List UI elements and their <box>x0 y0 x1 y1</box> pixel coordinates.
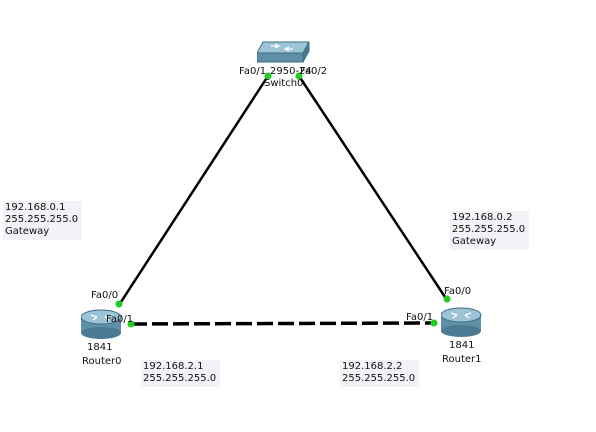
switch-icon <box>256 41 310 63</box>
router0-model-label: 1841 <box>87 342 113 353</box>
router0-address-note: 192.168.0.1 255.255.255.0 Gateway <box>3 201 83 240</box>
router1-model-label: 1841 <box>449 340 475 351</box>
note-line: 255.255.255.0 <box>5 214 79 225</box>
router-icon <box>80 309 122 339</box>
note-line: Gateway <box>5 226 50 237</box>
note-line: 255.255.255.0 <box>452 224 526 235</box>
switch0-port-fa01-label: Fa0/1 <box>239 66 267 77</box>
port-light-router0-fa00 <box>115 300 123 308</box>
router0-port-fa01-label: Fa0/1 <box>106 314 134 325</box>
router1-port-fa00-label: Fa0/0 <box>444 286 472 297</box>
router0-device[interactable] <box>80 308 123 340</box>
router1-address-note: 192.168.0.2 255.255.255.0 Gateway <box>450 211 530 250</box>
switch0-device[interactable] <box>256 40 311 64</box>
switch0-model-label: 2950-24 <box>270 66 312 77</box>
port-light-router0-fa01 <box>127 320 135 328</box>
router1-name-label: Router1 <box>442 354 482 365</box>
note-line: 192.168.2.1 <box>143 361 204 372</box>
router1-port-fa01-label: Fa0/1 <box>406 312 434 323</box>
router0-name-label: Router0 <box>82 356 122 367</box>
note-line: 192.168.2.2 <box>342 361 403 372</box>
note-line: Gateway <box>452 236 497 247</box>
note-line: 192.168.0.2 <box>452 212 513 223</box>
port-light-switch-fa01 <box>264 72 272 80</box>
note-line: 255.255.255.0 <box>143 373 217 384</box>
router-icon <box>440 307 482 337</box>
router1-device[interactable] <box>440 306 483 338</box>
switch0-name-label: Switch0 <box>264 78 304 89</box>
note-line: 192.168.0.1 <box>5 202 66 213</box>
link-router1-switch0[interactable] <box>297 75 449 301</box>
router0-port-fa00-label: Fa0/0 <box>91 290 119 301</box>
switch0-port-fa02-label: Fa0/2 <box>300 66 328 77</box>
note-line: 255.255.255.0 <box>342 373 416 384</box>
router0-link-address-note: 192.168.2.1 255.255.255.0 <box>141 360 221 387</box>
port-light-router1-fa01 <box>430 319 438 327</box>
link-router0-switch0[interactable] <box>117 75 270 306</box>
link-router0-router1[interactable] <box>130 321 435 326</box>
port-light-switch-fa02 <box>295 72 303 80</box>
router1-link-address-note: 192.168.2.2 255.255.255.0 <box>340 360 420 387</box>
port-light-router1-fa00 <box>443 295 451 303</box>
